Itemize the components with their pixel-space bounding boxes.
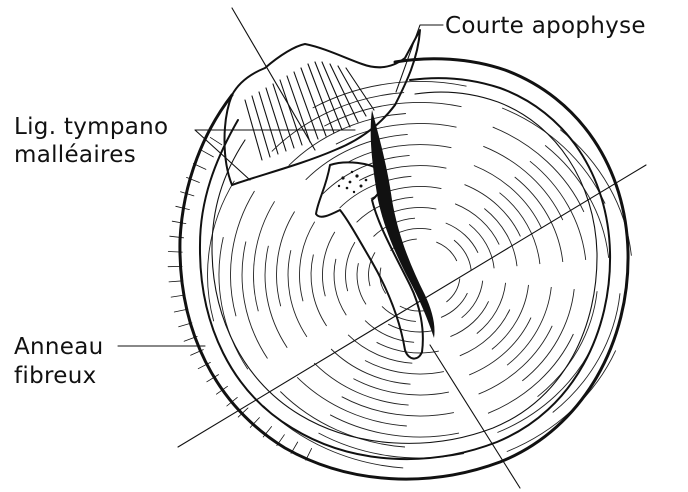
label-annulus-line1: Anneau [14, 334, 104, 360]
label-ligaments-line1: Lig. tympano [14, 114, 168, 140]
label-ligaments-line2: malléaires [14, 142, 136, 168]
label-short-process: Courte apophyse [445, 13, 646, 39]
label-annulus-line2: fibreux [14, 363, 96, 389]
